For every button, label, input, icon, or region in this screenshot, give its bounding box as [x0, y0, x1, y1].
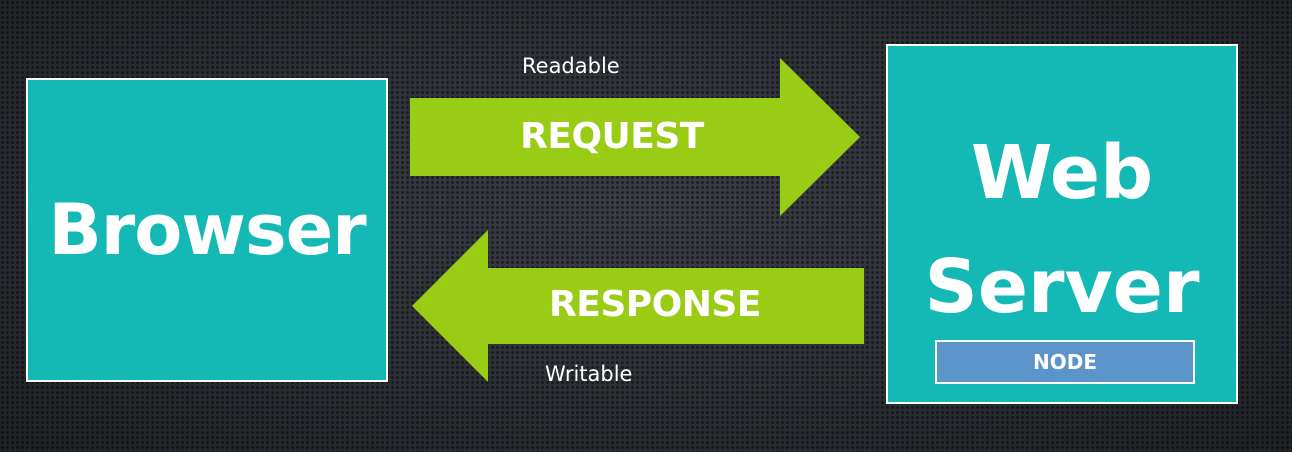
response-label: RESPONSE	[549, 284, 761, 325]
response-arrow	[412, 230, 864, 382]
readable-caption: Readable	[522, 54, 620, 78]
web-server-box: Web Server NODE	[886, 44, 1238, 404]
node-badge: NODE	[935, 340, 1195, 384]
browser-label: Browser	[48, 189, 366, 271]
web-server-label-line1: Web	[970, 130, 1154, 216]
writable-caption: Writable	[545, 362, 633, 386]
web-server-label-line2: Server	[924, 244, 1200, 330]
request-arrow	[410, 58, 860, 216]
request-label: REQUEST	[520, 116, 704, 157]
browser-box: Browser	[26, 78, 388, 382]
